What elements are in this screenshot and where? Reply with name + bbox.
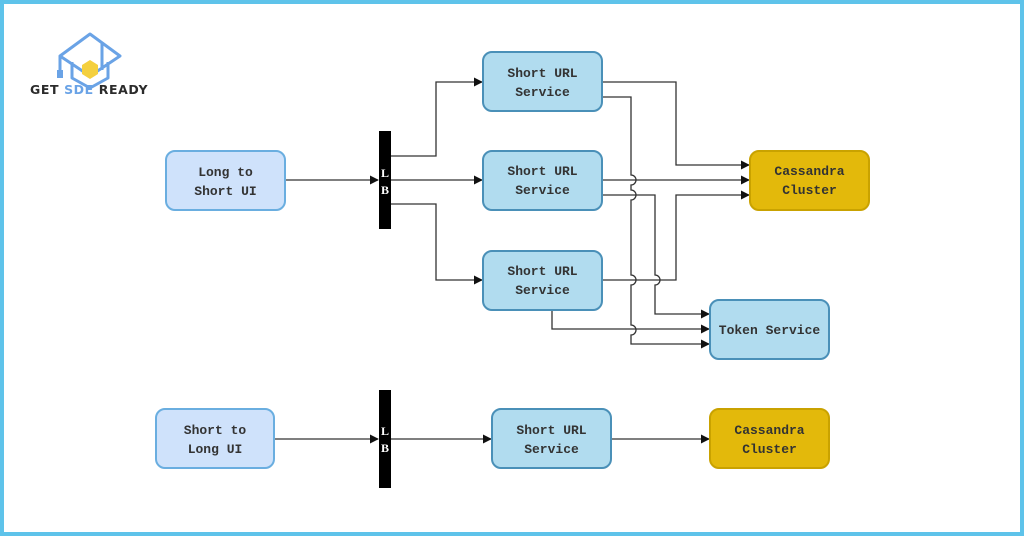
cassandra-cluster-node-bottom[interactable]: Cassandra Cluster — [709, 408, 830, 469]
load-balancer-bottom-label-line2: B — [381, 441, 389, 455]
client-node-short-to-long[interactable]: Short to Long UI — [155, 408, 275, 469]
service-3-label-line1: Short URL — [507, 264, 577, 279]
client-node-label-line2: Short UI — [194, 184, 256, 199]
client-node-long-to-short[interactable]: Long to Short UI — [165, 150, 286, 211]
client-node-label-line1: Long to — [198, 165, 253, 180]
client-bottom-label-line1: Short to — [184, 423, 247, 438]
edge-service-2-to-token — [602, 194, 710, 319]
edge-service-3-to-token — [551, 310, 710, 334]
service-2-label-line1: Short URL — [507, 164, 577, 179]
short-url-service-node-bottom[interactable]: Short URL Service — [491, 408, 612, 469]
cassandra-bottom-label-line2: Cluster — [742, 442, 797, 457]
service-1-label-line1: Short URL — [507, 66, 577, 81]
graduation-cap-hexagon-icon — [57, 32, 122, 90]
service-3-label-line2: Service — [515, 283, 570, 298]
brand-name-accent: SDE — [64, 82, 94, 97]
edge-lb-to-service-3 — [390, 203, 483, 285]
token-service-node[interactable]: Token Service — [709, 299, 830, 360]
edge-lb-to-service-1 — [390, 77, 483, 157]
cassandra-top-label-line2: Cluster — [782, 183, 837, 198]
load-balancer-top[interactable]: L B — [379, 131, 391, 229]
load-balancer-bottom-label-line1: L — [381, 424, 389, 438]
brand-name-part1: GET — [30, 82, 65, 97]
token-service-label: Token Service — [719, 323, 821, 338]
edge-service-1-to-token — [602, 96, 710, 349]
load-balancer-label-line2: B — [381, 183, 389, 197]
service-2-label-line2: Service — [515, 183, 570, 198]
service-bottom-label-line1: Short URL — [516, 423, 586, 438]
cassandra-top-label-line1: Cassandra — [774, 164, 844, 179]
short-url-service-node-3[interactable]: Short URL Service — [482, 250, 603, 311]
brand-name: GET SDE READY — [30, 82, 148, 97]
short-url-service-node-1[interactable]: Short URL Service — [482, 51, 603, 112]
edge-service-1-to-cassandra — [602, 81, 750, 170]
brand-name-part3: READY — [93, 82, 149, 97]
load-balancer-bottom[interactable]: L B — [379, 390, 391, 488]
client-bottom-label-line2: Long UI — [188, 442, 243, 457]
short-url-service-node-2[interactable]: Short URL Service — [482, 150, 603, 211]
edge-service-3-to-cassandra — [602, 190, 750, 281]
service-1-label-line2: Service — [515, 85, 570, 100]
cassandra-cluster-node-top[interactable]: Cassandra Cluster — [749, 150, 870, 211]
service-bottom-label-line2: Service — [524, 442, 579, 457]
cassandra-bottom-label-line1: Cassandra — [734, 423, 804, 438]
load-balancer-label-line1: L — [381, 166, 389, 180]
